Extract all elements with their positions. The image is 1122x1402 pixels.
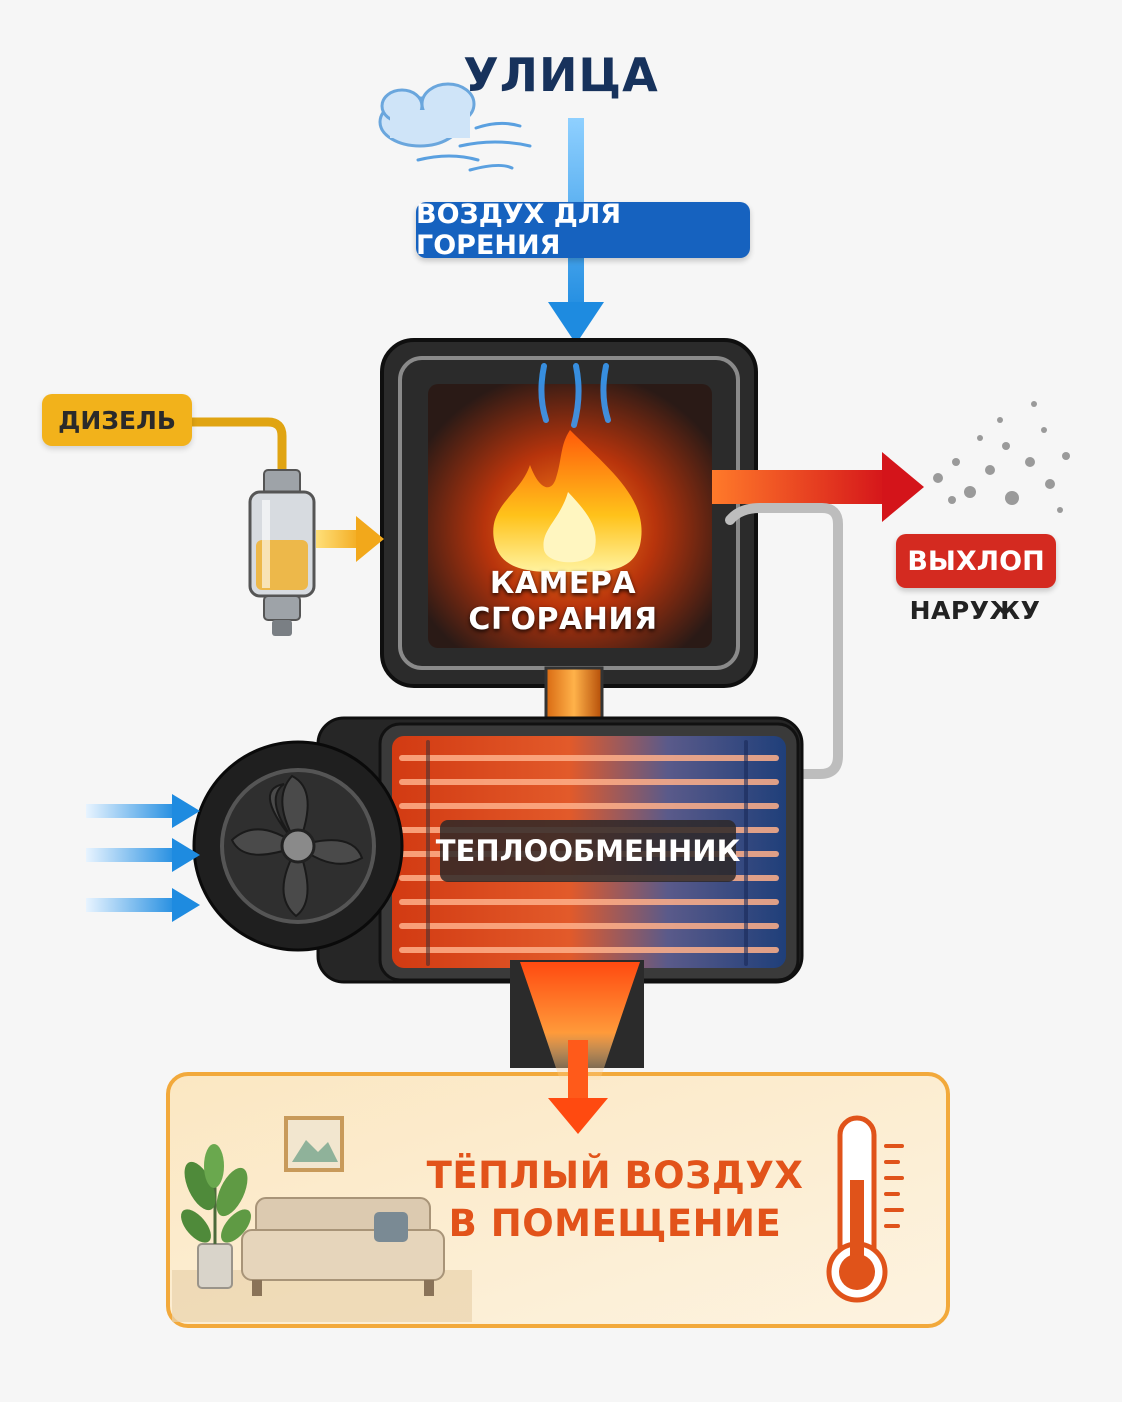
combustion-air-label: ВОЗДУХ ДЛЯ ГОРЕНИЯ xyxy=(416,199,750,261)
heat-exchanger-label: ТЕПЛООБМЕННИК xyxy=(436,820,740,882)
bypass-pipe xyxy=(725,503,843,779)
combustion-chamber-line1: КАМЕРА xyxy=(489,566,637,601)
combustion-air-arrowhead xyxy=(548,302,604,344)
warm-air-line1: ТЁПЛЫЙ ВОЗДУХ xyxy=(426,1154,804,1197)
diesel-arrowhead xyxy=(356,516,384,562)
warm-air-line2: В ПОМЕЩЕНИЕ xyxy=(448,1202,782,1245)
plant-icon xyxy=(181,1144,251,1289)
warm-air-label: ТЁПЛЫЙ ВОЗДУХ В ПОМЕЩЕНИЕ xyxy=(400,1152,830,1248)
exhaust-arrowhead xyxy=(882,452,924,522)
exhaust-stream xyxy=(712,470,888,504)
diesel-line xyxy=(185,417,287,477)
cloud-icon xyxy=(378,82,476,148)
diesel-flow xyxy=(316,530,362,548)
smoke-icon xyxy=(933,401,1070,513)
picture-icon xyxy=(284,1116,344,1172)
warm-air-flow xyxy=(520,962,640,1134)
sofa-icon xyxy=(241,1197,445,1296)
exhaust-label: ВЫХЛОП xyxy=(896,534,1056,588)
fuel-filter-icon xyxy=(248,469,316,636)
diesel-label: ДИЗЕЛЬ xyxy=(42,394,192,446)
exhaust-outside-label: НАРУЖУ xyxy=(909,596,1041,625)
fan-icon xyxy=(192,740,404,952)
combustion-chamber-line2: СГОРАНИЯ xyxy=(468,602,658,637)
wind-icon xyxy=(416,121,532,172)
combustion-chamber-label: КАМЕРА СГОРАНИЯ xyxy=(430,566,696,638)
flame-icon xyxy=(493,430,642,573)
thermometer-icon xyxy=(826,1115,904,1303)
title-outside: УЛИЦА xyxy=(463,48,659,102)
intake-air-arrows xyxy=(86,794,200,922)
